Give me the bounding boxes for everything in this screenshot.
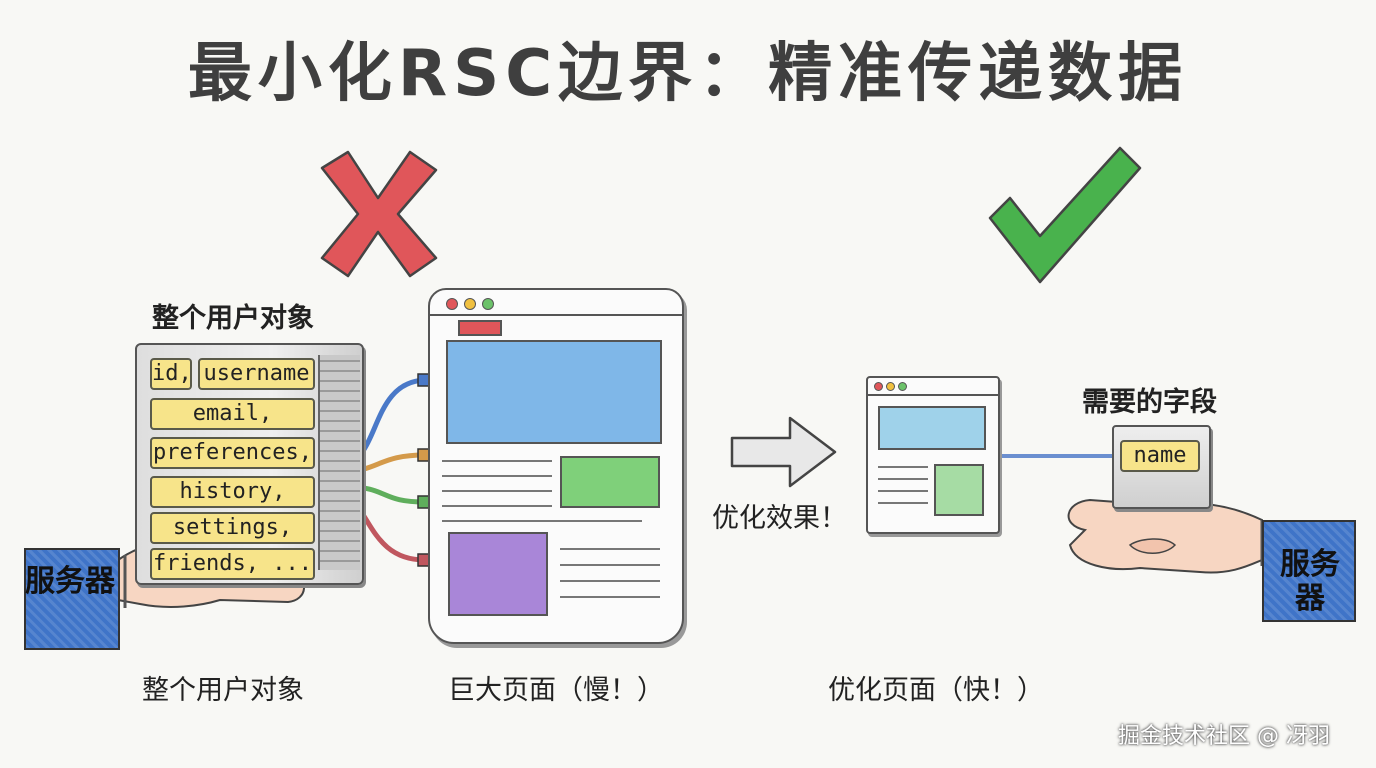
window-close-dot: [874, 382, 883, 391]
page-green-block: [560, 456, 660, 508]
optimized-page-window: [866, 376, 1000, 534]
big-page-label: 巨大页面（慢！）: [448, 675, 664, 706]
right-hand-icon: [1067, 498, 1264, 574]
text-line: [878, 478, 928, 480]
text-line: [560, 580, 660, 582]
text-line: [560, 564, 660, 566]
text-line: [442, 490, 552, 492]
watermark: 掘金技术社区 @ 冴羽: [1118, 724, 1330, 749]
red-cross-icon: [320, 150, 438, 278]
needed-field-label: 需要的字段: [1082, 387, 1217, 418]
left-server-sleeve: [24, 548, 120, 650]
left-server-label: 服务器: [25, 564, 115, 599]
page-tag: [458, 320, 502, 336]
field-history: history,: [150, 476, 315, 508]
window-maximize-dot: [482, 298, 494, 310]
window-minimize-dot: [886, 382, 895, 391]
text-line: [442, 460, 552, 462]
page-green-block: [934, 464, 984, 516]
text-line: [442, 505, 552, 507]
user-object-bottom-label: 整个用户对象: [142, 675, 304, 706]
text-line: [442, 475, 552, 477]
optimization-label: 优化效果！: [712, 503, 847, 534]
window-title-rule: [430, 314, 682, 316]
page-purple-block: [448, 532, 548, 616]
field-name: name: [1120, 440, 1200, 472]
text-line: [878, 502, 928, 504]
field-username: username: [198, 358, 315, 390]
text-line: [878, 466, 928, 468]
right-server-label: 服务器: [1280, 547, 1340, 616]
optimization-arrow-icon: [730, 416, 837, 488]
user-object-top-label: 整个用户对象: [152, 303, 314, 334]
text-line: [878, 490, 928, 492]
diagram-title: 最小化RSC边界：精准传递数据: [187, 37, 1189, 111]
text-line: [560, 596, 660, 598]
window-maximize-dot: [898, 382, 907, 391]
field-id: id,: [150, 358, 192, 390]
window-title-rule: [868, 394, 998, 396]
big-page-window: [428, 288, 684, 644]
right-server-sleeve: [1262, 520, 1356, 622]
field-email: email,: [150, 398, 315, 430]
window-close-dot: [446, 298, 458, 310]
page-hero-block: [878, 406, 986, 450]
field-settings: settings,: [150, 512, 315, 544]
field-friends: friends, ...: [150, 548, 315, 580]
text-line: [442, 520, 642, 522]
window-minimize-dot: [464, 298, 476, 310]
page-hero-block: [446, 340, 662, 444]
text-line: [560, 548, 660, 550]
server-vent: [318, 355, 360, 570]
field-preferences: preferences,: [150, 437, 315, 469]
green-check-icon: [988, 146, 1142, 284]
optimized-page-label: 优化页面（快！）: [828, 675, 1044, 706]
